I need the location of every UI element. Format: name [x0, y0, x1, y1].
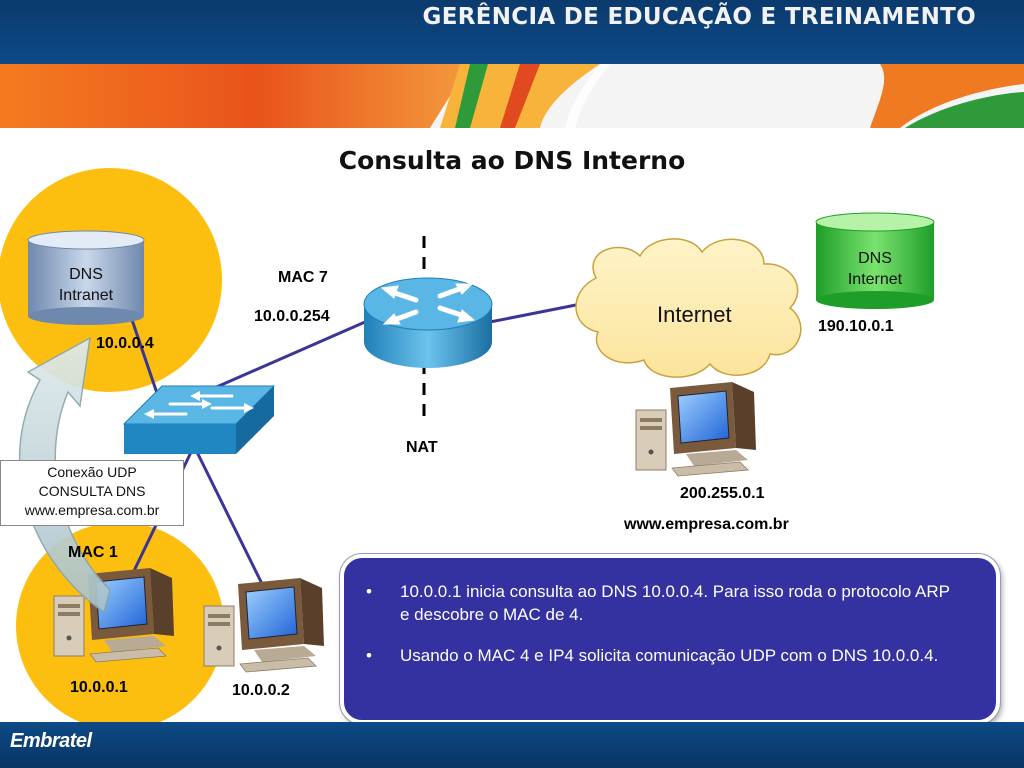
header-bar [0, 0, 1024, 64]
header-title: GERÊNCIA DE EDUCAÇÃO E TREINAMENTO [422, 4, 976, 30]
host1-mac: MAC 1 [68, 544, 118, 561]
explanation-box: 10.0.0.1 inicia consulta ao DNS 10.0.0.4… [340, 554, 1000, 724]
callout-line: www.empresa.com.br [24, 502, 160, 518]
dns-intranet-label: DNS Intranet [58, 266, 114, 304]
udp-query-callout: Conexão UDP CONSULTA DNS www.empresa.com… [0, 460, 184, 526]
internet-cloud [575, 238, 802, 378]
bullet-item: 10.0.0.1 inicia consulta ao DNS 10.0.0.4… [366, 580, 956, 626]
bullet-item: Usando o MAC 4 e IP4 solicita comunicaçã… [366, 644, 956, 667]
host1-ip: 10.0.0.1 [70, 679, 128, 696]
callout-line: Conexão UDP [47, 464, 137, 480]
web-server-computer-icon [635, 381, 757, 477]
callout-line: CONSULTA DNS [38, 483, 146, 499]
web-server-host: www.empresa.com.br [624, 516, 789, 533]
curved-arrow-icon [18, 336, 111, 614]
slide-title: Consulta ao DNS Interno [338, 146, 686, 175]
nat-label: NAT [406, 439, 438, 456]
dns-internet-label: DNS Internet [847, 250, 903, 288]
router-ip: 10.0.0.254 [254, 308, 330, 325]
switch-icon [122, 385, 276, 454]
dns-intranet-ip: 10.0.0.4 [96, 335, 154, 352]
dns-intranet-cylinder [27, 230, 145, 325]
web-server-ip: 200.255.0.1 [680, 485, 765, 502]
router-mac: MAC 7 [278, 269, 328, 286]
header-banner [0, 64, 1024, 128]
host2-ip: 10.0.0.2 [232, 682, 290, 699]
internet-label: Internet [657, 302, 732, 327]
dns-internet-ip: 190.10.0.1 [818, 318, 894, 335]
footer-bar [0, 722, 1024, 768]
router-icon [363, 277, 493, 368]
embratel-logo: Embratel [10, 730, 92, 752]
dns-internet-cylinder [815, 212, 935, 309]
host2-computer-icon [203, 577, 325, 673]
